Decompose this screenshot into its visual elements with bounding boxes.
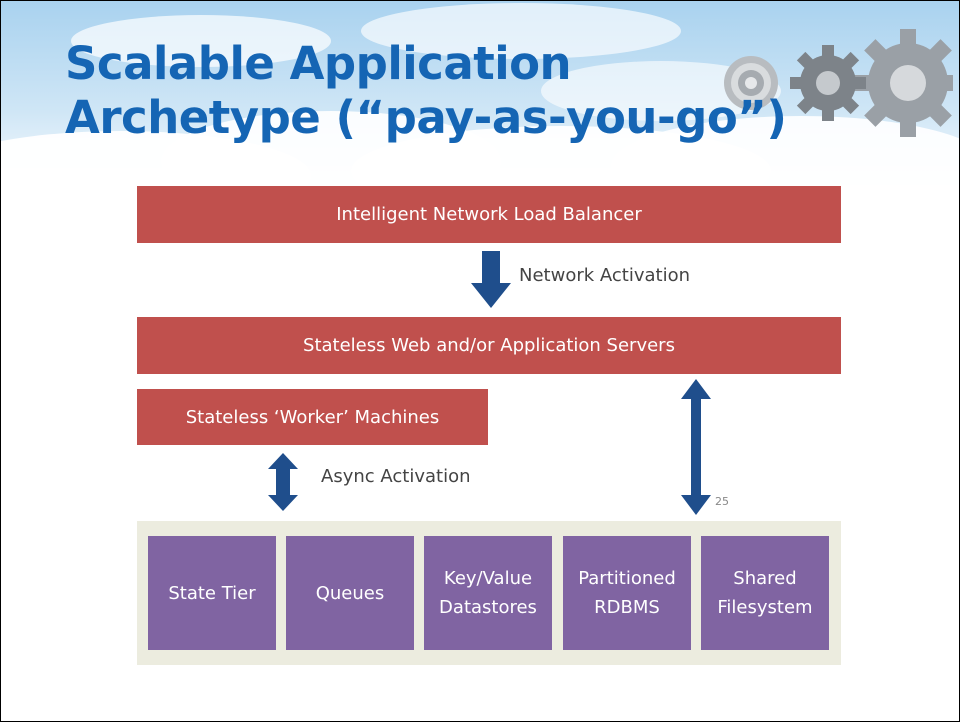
title-line-2: Archetype (“pay-as-you-go”) [65, 91, 787, 144]
web-servers-tier: Stateless Web and/or Application Servers [137, 317, 841, 374]
gears-icon [724, 29, 953, 137]
page-number: 25 [715, 495, 729, 508]
load-balancer-label: Intelligent Network Load Balancer [336, 204, 642, 225]
store-state-tier: State Tier [148, 536, 276, 650]
down-arrow-icon [471, 251, 511, 308]
store-filesystem: Shared Filesystem [701, 536, 829, 650]
store-queues: Queues [286, 536, 414, 650]
cloud-background [1, 1, 959, 201]
store-key-value: Key/Value Datastores [424, 536, 552, 650]
async-activation-label: Async Activation [321, 466, 471, 487]
title-line-1: Scalable Application [65, 37, 572, 90]
double-arrow-storage-icon [681, 379, 711, 515]
store-rdbms: Partitioned RDBMS [563, 536, 691, 650]
worker-machines-tier: Stateless ‘Worker’ Machines [137, 389, 488, 445]
network-activation-label: Network Activation [519, 265, 690, 286]
worker-machines-label: Stateless ‘Worker’ Machines [185, 406, 440, 428]
slide-header: Scalable Application Archetype (“pay-as-… [1, 1, 959, 201]
double-arrow-async-icon [268, 453, 298, 511]
web-servers-label: Stateless Web and/or Application Servers [303, 335, 675, 356]
load-balancer-tier: Intelligent Network Load Balancer [137, 186, 841, 243]
slide-title: Scalable Application Archetype (“pay-as-… [65, 37, 787, 145]
